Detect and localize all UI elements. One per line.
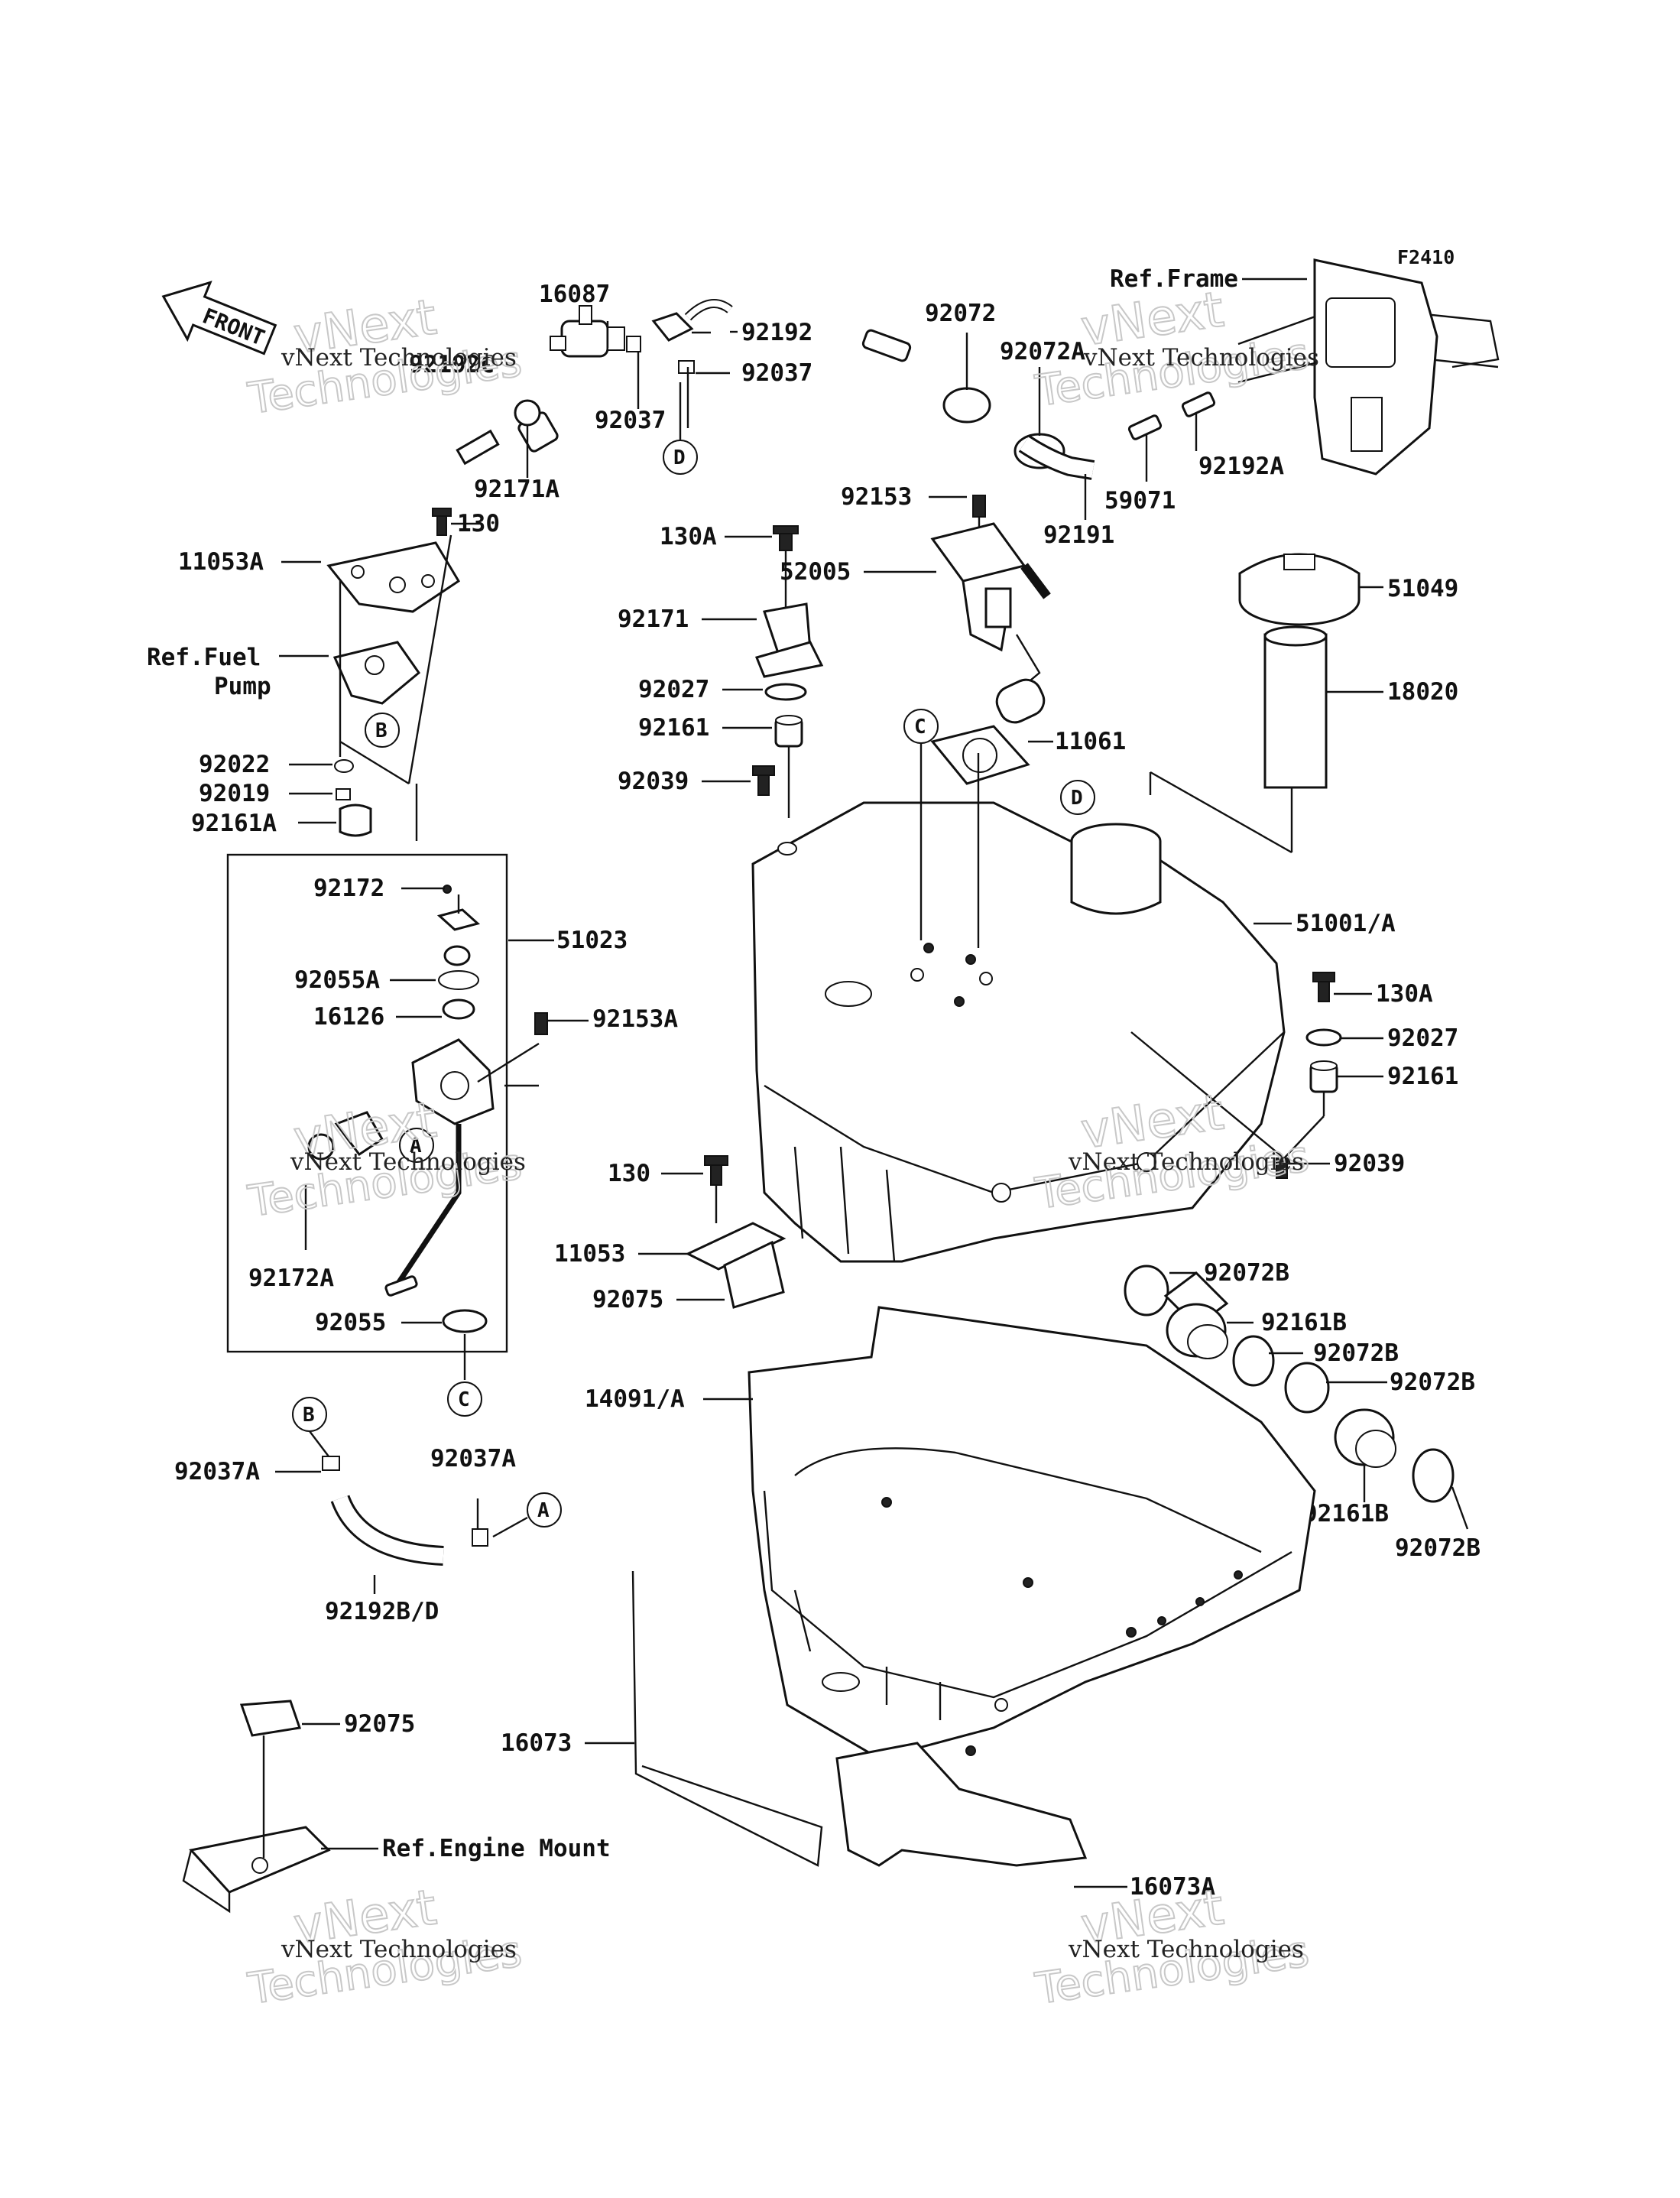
watermark-text-4: vNext Technologies bbox=[1068, 1148, 1304, 1176]
label-16073a: 16073A bbox=[1130, 1873, 1215, 1901]
marker-c-bottom-label: C bbox=[458, 1388, 470, 1411]
label-92171a: 92171A bbox=[474, 476, 559, 503]
label-11053a: 11053A bbox=[178, 548, 264, 576]
label-16126: 16126 bbox=[313, 1003, 384, 1031]
tank-mount-right-parts bbox=[1130, 972, 1342, 1179]
label-51001a: 51001/A bbox=[1296, 910, 1396, 937]
ref-engine-mount: Ref.Engine Mount bbox=[382, 1835, 611, 1862]
label-92161-top: 92161 bbox=[638, 714, 709, 742]
filler-neck-tube bbox=[1263, 625, 1328, 789]
marker-d-tank-label: D bbox=[1071, 787, 1083, 810]
label-92161a: 92161A bbox=[191, 810, 277, 837]
label-51023: 51023 bbox=[556, 927, 628, 954]
front-arrow-icon: FRONT bbox=[161, 281, 277, 356]
valve-group-top-left bbox=[456, 299, 738, 474]
fuel-tank bbox=[751, 801, 1286, 1263]
label-92192: 92192 bbox=[741, 319, 812, 346]
label-92037-mid: 92037 bbox=[595, 407, 666, 434]
marker-a-bottom-label: A bbox=[537, 1499, 550, 1522]
label-92153: 92153 bbox=[841, 483, 912, 511]
label-92072: 92072 bbox=[925, 300, 996, 327]
engine-mount-reference bbox=[182, 1700, 331, 1914]
watermark-text-1: vNext Technologies bbox=[281, 344, 517, 372]
label-130a-right: 130A bbox=[1376, 980, 1433, 1008]
marker-b-top bbox=[365, 713, 400, 748]
label-130-mid: 130 bbox=[608, 1160, 650, 1187]
label-92055: 92055 bbox=[315, 1309, 386, 1336]
watermark-text-3: vNext Technologies bbox=[290, 1148, 526, 1176]
label-92072a: 92072A bbox=[1000, 338, 1085, 365]
diagram-code: F2410 bbox=[1397, 246, 1455, 268]
bracket-group-left bbox=[326, 508, 461, 841]
label-16087: 16087 bbox=[539, 281, 610, 308]
ref-fuel-pump-1: Ref.Fuel bbox=[147, 644, 261, 671]
label-18020: 18020 bbox=[1387, 678, 1458, 706]
label-92192c: 92192C bbox=[409, 351, 495, 378]
label-92192bd: 92192B/D bbox=[325, 1598, 439, 1625]
label-92039-right: 92039 bbox=[1334, 1150, 1405, 1177]
watermark-text-6: vNext Technologies bbox=[1068, 1936, 1304, 1963]
marker-c-tank-label: C bbox=[914, 716, 926, 739]
label-14091a: 14091/A bbox=[585, 1385, 685, 1413]
label-92072b-3: 92072B bbox=[1390, 1368, 1475, 1396]
label-92072b-2: 92072B bbox=[1313, 1339, 1399, 1367]
breather-hose-lower bbox=[292, 1397, 562, 1594]
label-92161b-2: 92161B bbox=[1303, 1500, 1389, 1528]
label-59071: 59071 bbox=[1104, 487, 1176, 515]
center-bracket bbox=[685, 1155, 786, 1309]
label-92027-right: 92027 bbox=[1387, 1024, 1458, 1052]
label-92075-bottom: 92075 bbox=[344, 1710, 415, 1738]
watermark-text-5: vNext Technologies bbox=[281, 1936, 517, 1963]
tank-tray bbox=[748, 1306, 1316, 1760]
label-92019: 92019 bbox=[199, 780, 270, 807]
label-92153a: 92153A bbox=[592, 1005, 678, 1033]
marker-a-left-label: A bbox=[410, 1135, 422, 1157]
label-92037a-left: 92037A bbox=[174, 1458, 260, 1485]
label-11053: 11053 bbox=[554, 1240, 625, 1268]
label-52005: 52005 bbox=[780, 558, 851, 586]
ref-fuel-pump-2: Pump bbox=[214, 673, 271, 700]
label-92072b-4: 92072B bbox=[1395, 1534, 1481, 1562]
label-92171: 92171 bbox=[618, 606, 689, 633]
label-92037-top: 92037 bbox=[741, 359, 812, 387]
label-92191: 92191 bbox=[1043, 521, 1114, 549]
label-92022: 92022 bbox=[199, 751, 270, 778]
label-92037a-mid: 92037A bbox=[430, 1445, 516, 1472]
hose-clamps-top bbox=[861, 329, 1216, 520]
marker-d-tank bbox=[1060, 780, 1095, 815]
label-16073: 16073 bbox=[501, 1729, 572, 1757]
label-130a-top: 130A bbox=[660, 523, 717, 550]
label-92075-mid: 92075 bbox=[592, 1286, 663, 1313]
label-92192a: 92192A bbox=[1198, 453, 1284, 480]
fuel-cap bbox=[1238, 553, 1361, 626]
label-92161-right: 92161 bbox=[1387, 1063, 1458, 1090]
fuel-valve-assembly-box bbox=[226, 853, 548, 1353]
label-92072b-1: 92072B bbox=[1204, 1259, 1289, 1287]
watermark-text-2: vNext Technologies bbox=[1083, 344, 1319, 372]
label-92027-top: 92027 bbox=[638, 676, 709, 703]
label-11061: 11061 bbox=[1055, 728, 1126, 755]
marker-c-bottom bbox=[447, 1381, 482, 1417]
tank-mount-small-parts bbox=[752, 525, 824, 818]
frame-reference-drawing bbox=[1237, 258, 1500, 476]
label-51049: 51049 bbox=[1387, 575, 1458, 602]
label-92161b-1: 92161B bbox=[1261, 1309, 1347, 1336]
heat-shields bbox=[631, 1570, 1088, 1867]
marker-a-left bbox=[399, 1128, 434, 1163]
fuel-level-sender bbox=[930, 495, 1051, 724]
marker-b-bottom-label: B bbox=[303, 1404, 315, 1427]
ref-frame: Ref.Frame bbox=[1110, 265, 1238, 293]
label-92172a: 92172A bbox=[248, 1265, 334, 1292]
marker-b-top-label: B bbox=[375, 719, 388, 742]
label-92055a: 92055A bbox=[294, 966, 380, 994]
label-92039-top: 92039 bbox=[618, 768, 689, 795]
label-92172: 92172 bbox=[313, 875, 384, 902]
marker-c-tank bbox=[903, 709, 939, 744]
drain-sleeves-and-clamps bbox=[1124, 1265, 1469, 1530]
marker-d-top-label: D bbox=[673, 446, 686, 469]
marker-d-top bbox=[663, 440, 698, 475]
